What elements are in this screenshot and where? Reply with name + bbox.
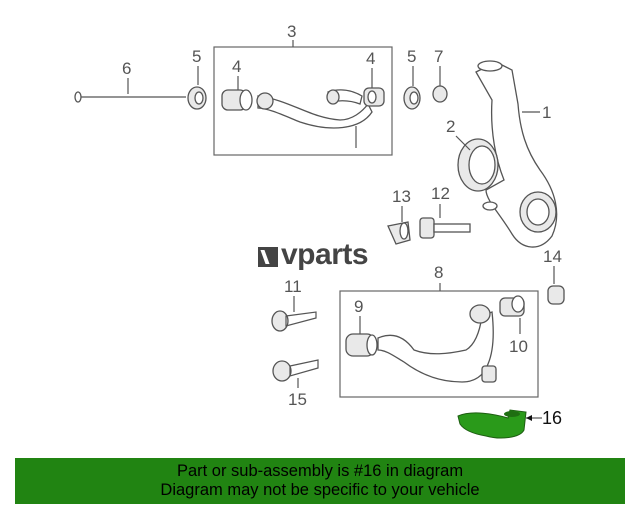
- banner-line-2: Diagram may not be specific to your vehi…: [160, 481, 480, 499]
- callout-15[interactable]: 15: [288, 390, 307, 409]
- parts-diagram: 3 6 5 4 4 5 7: [74, 22, 565, 439]
- part-2-hub-bearing[interactable]: [457, 138, 499, 192]
- part-14-bushing[interactable]: [547, 285, 565, 305]
- part-6-bolt[interactable]: [74, 91, 186, 103]
- callout-1[interactable]: 1: [542, 103, 551, 122]
- callout-4b[interactable]: 4: [366, 49, 375, 68]
- lower-control-arm[interactable]: [377, 304, 497, 383]
- logo-mark-icon: [258, 247, 278, 267]
- callout-7[interactable]: 7: [434, 47, 443, 66]
- callout-6[interactable]: 6: [122, 59, 131, 78]
- callout-10[interactable]: 10: [509, 337, 528, 356]
- callout-5a[interactable]: 5: [192, 47, 201, 66]
- part-9-bushing[interactable]: [345, 333, 378, 357]
- part-4-bushing-left[interactable]: [221, 89, 253, 111]
- info-banner: Part or sub-assembly is #16 in diagram D…: [15, 458, 625, 504]
- callout-14[interactable]: 14: [543, 247, 562, 266]
- part-13-bushing[interactable]: [387, 221, 411, 245]
- part-10-bushing[interactable]: [499, 295, 525, 317]
- callout-5b[interactable]: 5: [407, 47, 416, 66]
- part-5-washer-right[interactable]: [403, 86, 421, 110]
- callout-13[interactable]: 13: [392, 187, 411, 206]
- callout-9[interactable]: 9: [354, 297, 363, 316]
- callout-16[interactable]: 16: [542, 408, 562, 428]
- callout-3[interactable]: 3: [287, 22, 296, 41]
- banner-line-1: Part or sub-assembly is #16 in diagram: [176, 462, 464, 480]
- lower-arm-group-box: [339, 290, 539, 398]
- part-11-bolt[interactable]: [271, 310, 317, 332]
- part-15-bolt[interactable]: [272, 359, 319, 382]
- callout-4a[interactable]: 4: [232, 57, 241, 76]
- callout-2[interactable]: 2: [446, 117, 455, 136]
- part-16-shield-highlighted[interactable]: [457, 409, 527, 439]
- part-5-washer-left[interactable]: [187, 86, 207, 110]
- logo-text: vparts: [281, 238, 369, 271]
- callout-8[interactable]: 8: [434, 263, 443, 282]
- part-4-bushing-right[interactable]: [363, 87, 385, 107]
- vparts-logo: vparts: [258, 238, 369, 272]
- part-12-bolt[interactable]: [419, 217, 471, 239]
- upper-arm-group-box: [213, 46, 393, 156]
- callout-12[interactable]: 12: [431, 184, 450, 203]
- callout-11[interactable]: 11: [284, 277, 302, 296]
- part-1-steering-knuckle[interactable]: [475, 60, 558, 248]
- part-7-nut[interactable]: [432, 85, 448, 103]
- upper-control-arm[interactable]: [256, 89, 373, 148]
